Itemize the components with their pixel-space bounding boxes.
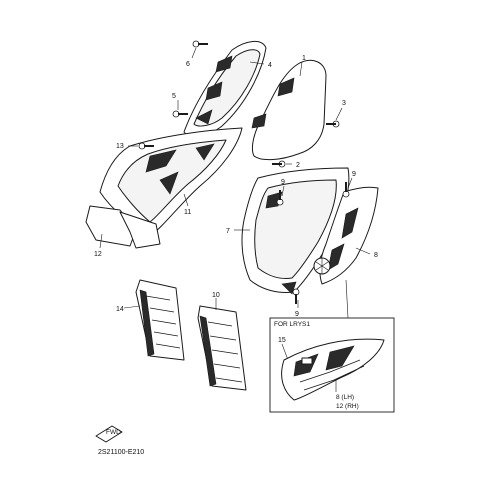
callout-9b: 9 bbox=[352, 171, 356, 178]
callout-14: 14 bbox=[116, 306, 124, 313]
callout-9c: 9 bbox=[295, 311, 299, 318]
part-11-radiator-shroud bbox=[99, 127, 243, 237]
bolt-3 bbox=[326, 120, 340, 128]
callout-15: 15 bbox=[278, 337, 286, 344]
callout-11: 11 bbox=[184, 209, 191, 216]
leader-lines bbox=[99, 47, 371, 319]
part-1-side-panel bbox=[251, 60, 327, 161]
callout-2: 2 bbox=[296, 162, 300, 169]
front-direction-marker: FWD bbox=[95, 425, 123, 443]
callout-8: 8 bbox=[374, 252, 378, 259]
front-marker-label: FWD bbox=[106, 429, 121, 436]
inset-label-12-rh: 12 (RH) bbox=[336, 403, 359, 410]
callout-9a: 9 bbox=[281, 179, 285, 186]
callout-1: 1 bbox=[302, 55, 306, 62]
bolt-6 bbox=[192, 40, 208, 48]
bolt-13 bbox=[138, 142, 154, 150]
callout-5: 5 bbox=[172, 93, 176, 100]
bolt-9a bbox=[276, 190, 284, 206]
callout-13: 13 bbox=[116, 143, 124, 150]
part-8-shroud-graphic bbox=[313, 186, 379, 285]
callout-4: 4 bbox=[268, 62, 272, 69]
part-12-shroud-lower bbox=[85, 205, 161, 249]
bolt-2 bbox=[272, 160, 286, 168]
inset-label-8-lh: 8 (LH) bbox=[336, 394, 354, 401]
callout-7: 7 bbox=[226, 228, 230, 235]
callout-10: 10 bbox=[212, 292, 220, 299]
part-4-side-cover-upper bbox=[183, 41, 267, 137]
figure-code: 2S21100-E210 bbox=[98, 449, 144, 456]
part-10-radiator-guard bbox=[197, 305, 247, 391]
bolt-5 bbox=[172, 110, 188, 118]
callout-labels: 1 2 3 4 5 6 7 8 9 9 9 10 11 12 13 14 bbox=[94, 55, 378, 318]
inset-title: FOR LRYS1 bbox=[274, 321, 310, 328]
bolt-9b bbox=[342, 182, 350, 198]
inset-for-lrys1: FOR LRYS1 15 8 (LH) 12 (RH) bbox=[269, 317, 395, 413]
callout-6: 6 bbox=[186, 61, 190, 68]
callout-3: 3 bbox=[342, 100, 346, 107]
part-7-side-cover-large bbox=[241, 167, 350, 295]
part-14-radiator-guard bbox=[135, 279, 185, 361]
callout-12: 12 bbox=[94, 251, 102, 258]
bolt-9c bbox=[292, 288, 300, 304]
